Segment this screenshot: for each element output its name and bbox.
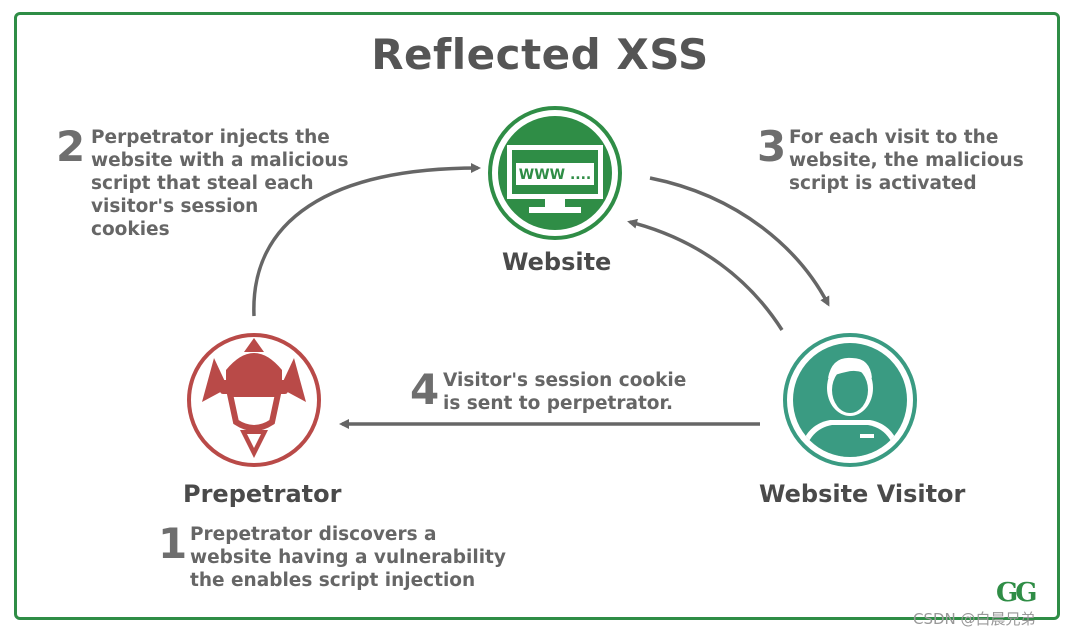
arrow-perpetrator-to-website: [252, 163, 481, 317]
website-monitor-icon: WWW ....: [488, 106, 622, 240]
step-1-text: Prepetrator discovers a website having a…: [190, 524, 506, 591]
website-screen-text: WWW ....: [519, 167, 591, 183]
website-label: Website: [502, 248, 612, 276]
arrow-website-to-visitor: [649, 176, 830, 307]
visitor-label: Website Visitor: [759, 480, 966, 508]
step-4-number: 4: [410, 365, 440, 414]
brand-logo: GG: [996, 578, 1037, 608]
visitor-user-icon: [783, 333, 917, 467]
step-2-text: Perpetrator injects the website with a m…: [91, 127, 349, 240]
watermark-text: CSDN @白晨兄弟: [913, 610, 1036, 628]
perpetrator-hacker-icon: [187, 333, 321, 467]
step-1-number: 1: [158, 519, 188, 568]
step-4-text: Visitor's session cookie is sent to perp…: [443, 370, 687, 414]
arrow-visitor-to-website: [627, 218, 784, 331]
step-3-text: For each visit to the website, the malic…: [789, 127, 1024, 194]
step-2-number: 2: [56, 122, 86, 171]
step-3-number: 3: [757, 122, 787, 171]
diagram-title: Reflected XSS: [371, 30, 709, 79]
perpetrator-label: Prepetrator: [183, 480, 342, 508]
